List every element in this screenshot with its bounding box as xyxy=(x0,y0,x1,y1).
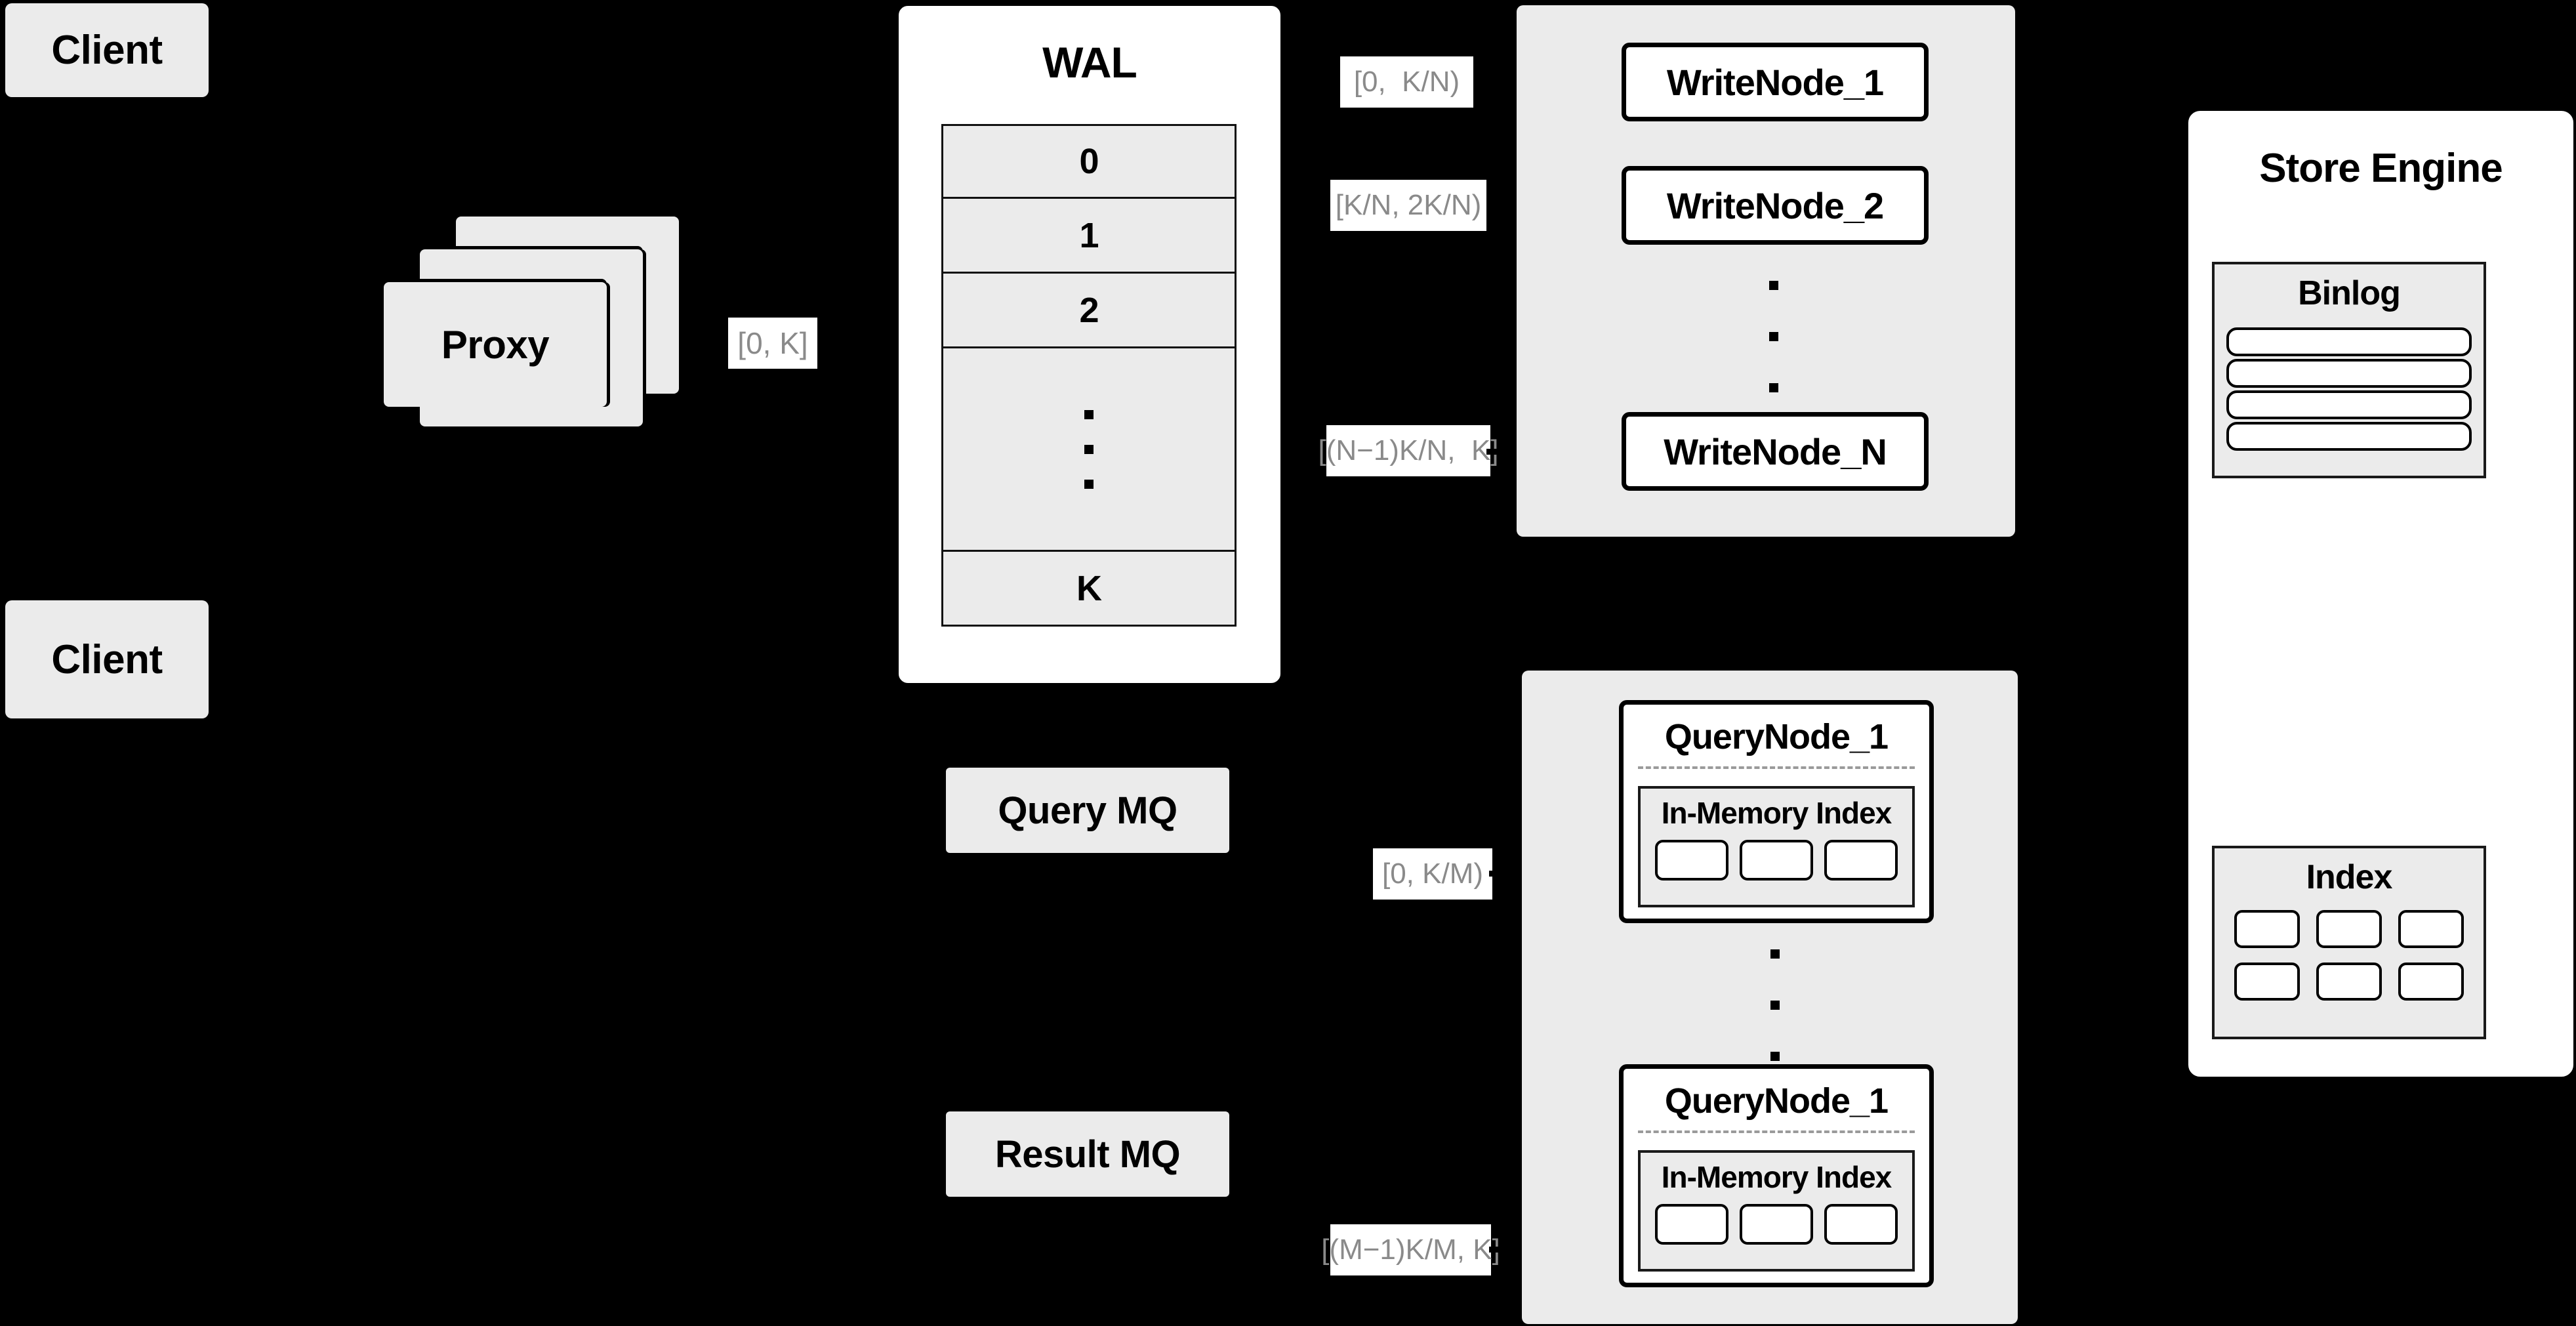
client-label-1: Client xyxy=(51,28,163,73)
label-write-node-2: [K/N, 2K/N) xyxy=(1330,180,1486,231)
write-cluster-ellipsis xyxy=(1768,281,1779,392)
client-box-2[interactable]: Client xyxy=(5,600,209,718)
wal-row-0-label: 0 xyxy=(1079,142,1099,181)
query-ellipsis-dot-1 xyxy=(1770,949,1780,959)
query-node-m-segment-3[interactable] xyxy=(1824,1204,1898,1245)
binlog-entry-2[interactable] xyxy=(2226,359,2472,388)
write-node-1-label: WriteNode_1 xyxy=(1666,61,1884,103)
query-node-m[interactable]: QueryNode_1 In-Memory Index xyxy=(1619,1064,1934,1287)
query-node-m-memory-index-label: In-Memory Index xyxy=(1661,1160,1892,1194)
label-query-node-1-text: [0, K/M) xyxy=(1381,858,1484,890)
label-write-node-1: [0, K/N) xyxy=(1340,56,1473,108)
wal-row-k-label: K xyxy=(1076,568,1102,608)
query-node-1-divider xyxy=(1638,766,1915,769)
label-query-node-m: [(M−1)K/M, K] xyxy=(1321,1224,1500,1275)
binlog-title: Binlog xyxy=(2298,274,2401,312)
write-node-1[interactable]: WriteNode_1 xyxy=(1622,43,1929,121)
wal-panel: WAL 0 1 2 K xyxy=(896,3,1283,686)
query-mq-box[interactable]: Query MQ xyxy=(946,768,1229,853)
query-node-1-segment-2[interactable] xyxy=(1739,840,1813,881)
query-cluster-ellipsis xyxy=(1770,949,1780,1061)
label-write-node-1-text: [0, K/N) xyxy=(1353,66,1460,98)
label-write-node-2-text: [K/N, 2K/N) xyxy=(1335,189,1482,221)
label-proxy-to-wal-text: [0, K] xyxy=(737,326,808,360)
proxy-stack[interactable]: Proxy xyxy=(384,217,699,446)
index-cell-4[interactable] xyxy=(2234,963,2300,1001)
arrow-line-store-index xyxy=(2158,940,2192,944)
query-node-m-segment-2[interactable] xyxy=(1739,1204,1813,1245)
label-proxy-to-wal: [0, K] xyxy=(728,318,817,369)
index-cell-2[interactable] xyxy=(2316,910,2382,948)
write-ellipsis-dot-3 xyxy=(1769,383,1778,392)
query-node-1-segment-3[interactable] xyxy=(1824,840,1898,881)
arrow-line-store-binlog xyxy=(2158,384,2192,389)
wal-row-k[interactable]: K xyxy=(941,552,1237,627)
binlog-box: Binlog xyxy=(2212,262,2486,478)
write-node-n-label: WriteNode_N xyxy=(1664,430,1887,472)
proxy-card-front[interactable]: Proxy xyxy=(384,282,607,407)
index-cell-3[interactable] xyxy=(2398,910,2464,948)
index-cell-6[interactable] xyxy=(2398,963,2464,1001)
write-ellipsis-dot-2 xyxy=(1769,332,1778,341)
index-title: Index xyxy=(2306,858,2393,896)
write-node-n[interactable]: WriteNode_N xyxy=(1622,412,1929,491)
query-node-m-segment-1[interactable] xyxy=(1655,1204,1729,1245)
query-node-m-memory-index: In-Memory Index xyxy=(1638,1150,1915,1272)
binlog-entry-4[interactable] xyxy=(2226,422,2472,451)
query-node-1-segment-1[interactable] xyxy=(1655,840,1729,881)
index-cell-5[interactable] xyxy=(2316,963,2382,1001)
write-cluster-panel: WriteNode_1 WriteNode_2 WriteNode_N xyxy=(1517,5,2015,537)
query-ellipsis-dot-2 xyxy=(1770,1001,1780,1010)
wal-ellipsis-dot-2 xyxy=(1084,444,1094,454)
query-node-m-label: QueryNode_1 xyxy=(1664,1081,1889,1121)
wal-row-0[interactable]: 0 xyxy=(941,124,1237,199)
wal-row-1[interactable]: 1 xyxy=(941,199,1237,274)
query-node-1-label: QueryNode_1 xyxy=(1664,717,1889,756)
label-query-node-m-text: [(M−1)K/M, K] xyxy=(1321,1233,1500,1266)
wal-row-2[interactable]: 2 xyxy=(941,274,1237,348)
label-write-node-n: [(N−1)K/N, K] xyxy=(1318,425,1499,476)
client-label-2: Client xyxy=(51,636,163,682)
wal-row-ellipsis xyxy=(941,348,1237,552)
wal-ellipsis-dots xyxy=(1084,409,1094,489)
wal-rows: 0 1 2 K xyxy=(941,124,1237,629)
result-mq-box[interactable]: Result MQ xyxy=(946,1111,1229,1197)
binlog-entry-1[interactable] xyxy=(2226,327,2472,356)
write-node-2[interactable]: WriteNode_2 xyxy=(1622,166,1929,245)
index-box: Index xyxy=(2212,846,2486,1039)
index-cell-1[interactable] xyxy=(2234,910,2300,948)
wal-row-2-label: 2 xyxy=(1079,290,1099,330)
query-node-1[interactable]: QueryNode_1 In-Memory Index xyxy=(1619,700,1934,923)
wal-title: WAL xyxy=(1042,38,1137,87)
label-write-node-n-text: [(N−1)K/N, K] xyxy=(1318,434,1499,466)
wal-ellipsis-dot-3 xyxy=(1084,479,1094,489)
write-node-2-label: WriteNode_2 xyxy=(1666,184,1884,226)
query-node-1-memory-index-label: In-Memory Index xyxy=(1661,796,1892,830)
result-mq-label: Result MQ xyxy=(994,1132,1181,1176)
query-mq-label: Query MQ xyxy=(998,789,1177,832)
proxy-label: Proxy xyxy=(441,322,550,367)
label-query-node-1: [0, K/M) xyxy=(1373,848,1492,900)
query-ellipsis-dot-3 xyxy=(1770,1052,1780,1061)
write-ellipsis-dot-1 xyxy=(1769,281,1778,290)
binlog-entry-3[interactable] xyxy=(2226,390,2472,419)
query-node-1-memory-index: In-Memory Index xyxy=(1638,786,1915,907)
client-box-1[interactable]: Client xyxy=(5,3,209,97)
wal-ellipsis-dot-1 xyxy=(1084,409,1094,419)
query-cluster-panel: QueryNode_1 In-Memory Index QueryNode_1 … xyxy=(1522,671,2018,1324)
wal-row-1-label: 1 xyxy=(1079,215,1099,255)
query-node-m-divider xyxy=(1638,1130,1915,1133)
store-engine-panel: Store Engine Binlog Index xyxy=(2186,108,2576,1079)
store-engine-title: Store Engine xyxy=(2259,146,2503,191)
